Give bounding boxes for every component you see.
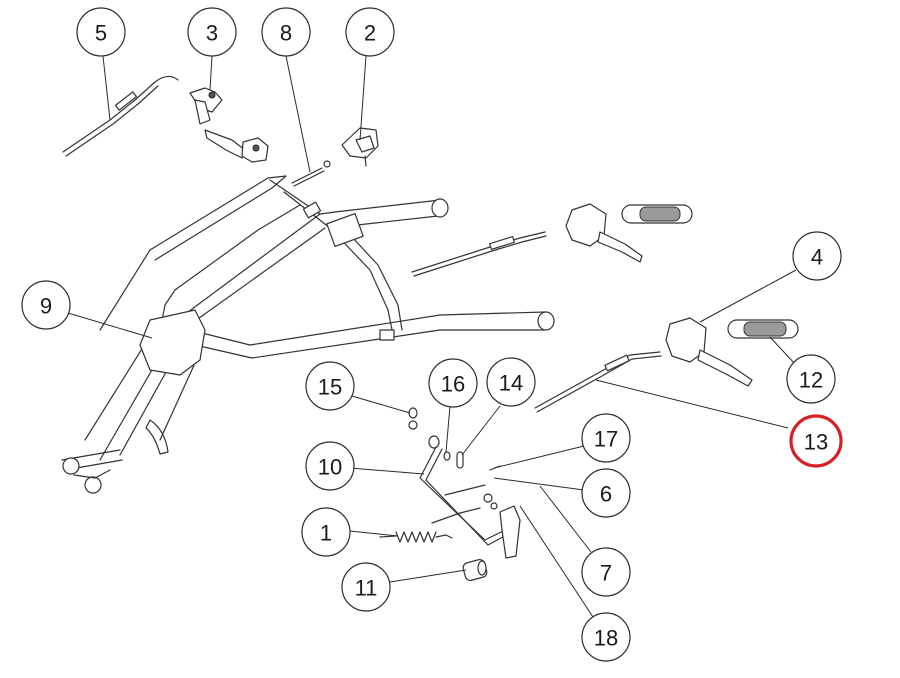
callout-7-label: 7 (600, 561, 612, 586)
callout-2-label: 2 (364, 21, 376, 46)
callout-17: 17 (581, 413, 631, 463)
part-5-cable (62, 75, 179, 157)
part-1-spring (379, 531, 453, 543)
part-10-rod (419, 446, 521, 559)
callout-16-label: 16 (441, 372, 465, 397)
upper-lever-grip (565, 203, 693, 263)
callout-16: 16 (428, 358, 478, 408)
part-4-lever (665, 317, 753, 387)
callout-3-label: 3 (206, 21, 218, 46)
callout-4-label: 4 (811, 245, 823, 270)
callout-6-label: 6 (600, 482, 612, 507)
callout-18: 18 (581, 612, 631, 662)
callout-5: 5 (76, 7, 126, 57)
small-hardware (408, 407, 501, 471)
callout-8: 8 (261, 7, 311, 57)
callout-8-label: 8 (280, 21, 292, 46)
callout-18-label: 18 (594, 626, 618, 651)
upper-cable (411, 231, 547, 277)
callout-1: 1 (301, 507, 351, 557)
part-12-grip (727, 319, 799, 339)
callout-10-label: 10 (318, 455, 342, 480)
callout-2: 2 (345, 7, 395, 57)
callout-14-label: 14 (499, 371, 523, 396)
callout-5-label: 5 (95, 21, 107, 46)
callout-9-label: 9 (40, 294, 52, 319)
part-8-pin (291, 160, 331, 187)
callout-17-label: 17 (594, 427, 618, 452)
callout-7: 7 (581, 547, 631, 597)
callout-11: 11 (341, 562, 391, 612)
part-9-handlebar-frame (61, 175, 555, 494)
callout-1-label: 1 (320, 521, 332, 546)
part-13-cable (534, 351, 662, 413)
callout-15-label: 15 (318, 375, 342, 400)
callout-15: 15 (305, 361, 355, 411)
callout-13-label: 13 (804, 430, 828, 455)
part-11-knob (462, 558, 488, 582)
callout-12-label: 12 (799, 368, 823, 393)
leader-lines (67, 55, 797, 618)
callout-14: 14 (486, 357, 536, 407)
callout-11-label: 11 (355, 576, 378, 601)
callout-9: 9 (21, 280, 71, 330)
callout-12: 12 (786, 354, 836, 404)
callout-13: 13 (789, 414, 843, 468)
callouts: 5 3 8 2 4 9 12 15 (21, 7, 843, 662)
callout-6: 6 (581, 468, 631, 518)
parts-drawing (61, 75, 799, 582)
part-3-lever (189, 87, 269, 163)
callout-3: 3 (187, 7, 237, 57)
part-6-7-18 (431, 484, 498, 524)
callout-10: 10 (305, 441, 355, 491)
callout-4: 4 (792, 231, 842, 281)
